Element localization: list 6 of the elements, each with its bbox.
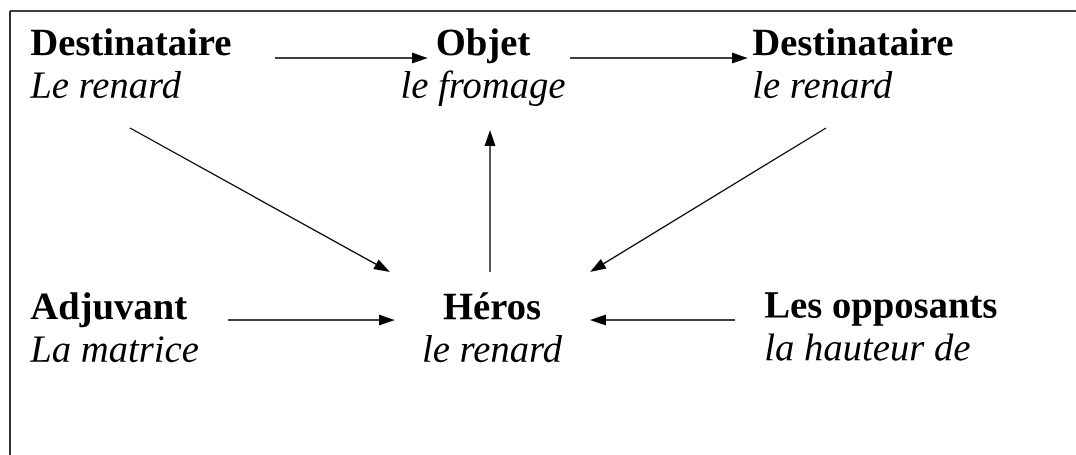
actant-label: Les opposants la hauteur de <box>764 292 997 361</box>
actant-label: Objet le fromage <box>402 28 565 106</box>
actant-label: Destinataire Le renard <box>29 28 231 99</box>
actant-label: Adjuvant La matrice <box>29 292 198 363</box>
actant-label: Héros le renard <box>424 292 563 363</box>
actant-label: Destinataire le renard <box>752 28 953 99</box>
